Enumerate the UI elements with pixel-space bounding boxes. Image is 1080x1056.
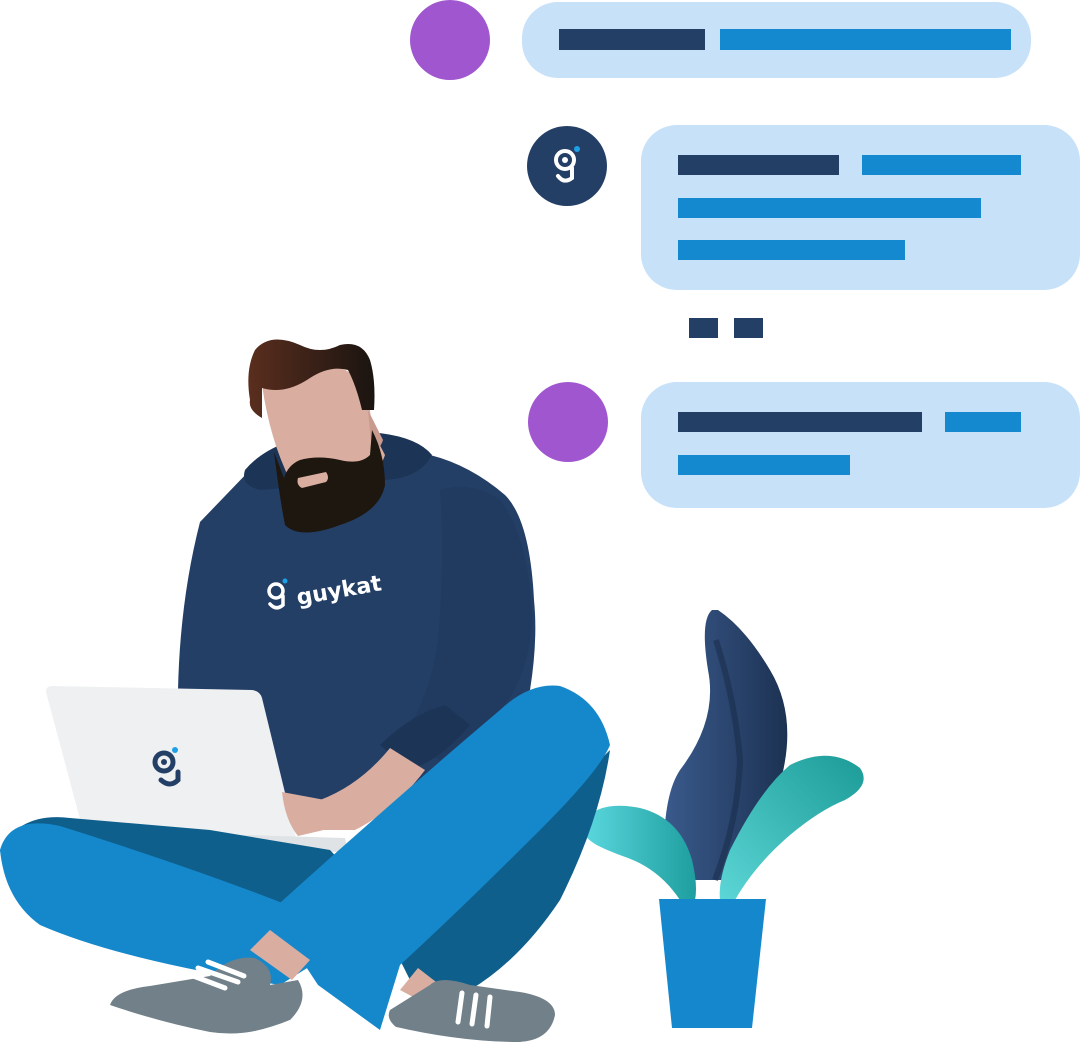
message-bubble	[641, 382, 1080, 508]
guykat-logo-icon	[554, 146, 580, 183]
shoe-right	[388, 980, 560, 1052]
message-user-2	[528, 382, 1080, 508]
hand	[320, 748, 425, 830]
potted-plant	[582, 610, 864, 1028]
bot-avatar	[527, 126, 607, 206]
user-avatar	[528, 382, 608, 462]
guykat-logo-icon	[152, 747, 181, 787]
text-line-placeholder	[862, 155, 1021, 175]
message-user-1	[410, 0, 1031, 80]
mouth	[297, 472, 328, 488]
person-with-laptop: guykat	[0, 339, 610, 1052]
face	[262, 360, 385, 480]
text-line-placeholder	[720, 29, 1011, 50]
jeans	[0, 823, 323, 985]
jeans	[270, 685, 610, 1030]
hair	[248, 339, 375, 418]
text-line-placeholder	[678, 198, 981, 218]
text-line-placeholder	[559, 29, 705, 50]
beard	[274, 430, 385, 533]
chat-thread	[410, 0, 1080, 508]
text-line-placeholder	[945, 412, 1021, 432]
typing-indicator-icon	[689, 318, 763, 338]
message-bot-1	[527, 125, 1080, 290]
text-line-placeholder	[678, 240, 905, 260]
shoe-left	[108, 957, 303, 1047]
plant-leaf	[719, 755, 864, 900]
plant-pot	[659, 899, 766, 1028]
text-line-placeholder	[678, 455, 850, 475]
guykat-logo-icon	[267, 578, 288, 610]
text-line-placeholder	[678, 155, 839, 175]
user-avatar	[410, 0, 490, 80]
text-line-placeholder	[678, 412, 922, 432]
plant-leaf	[582, 805, 696, 900]
